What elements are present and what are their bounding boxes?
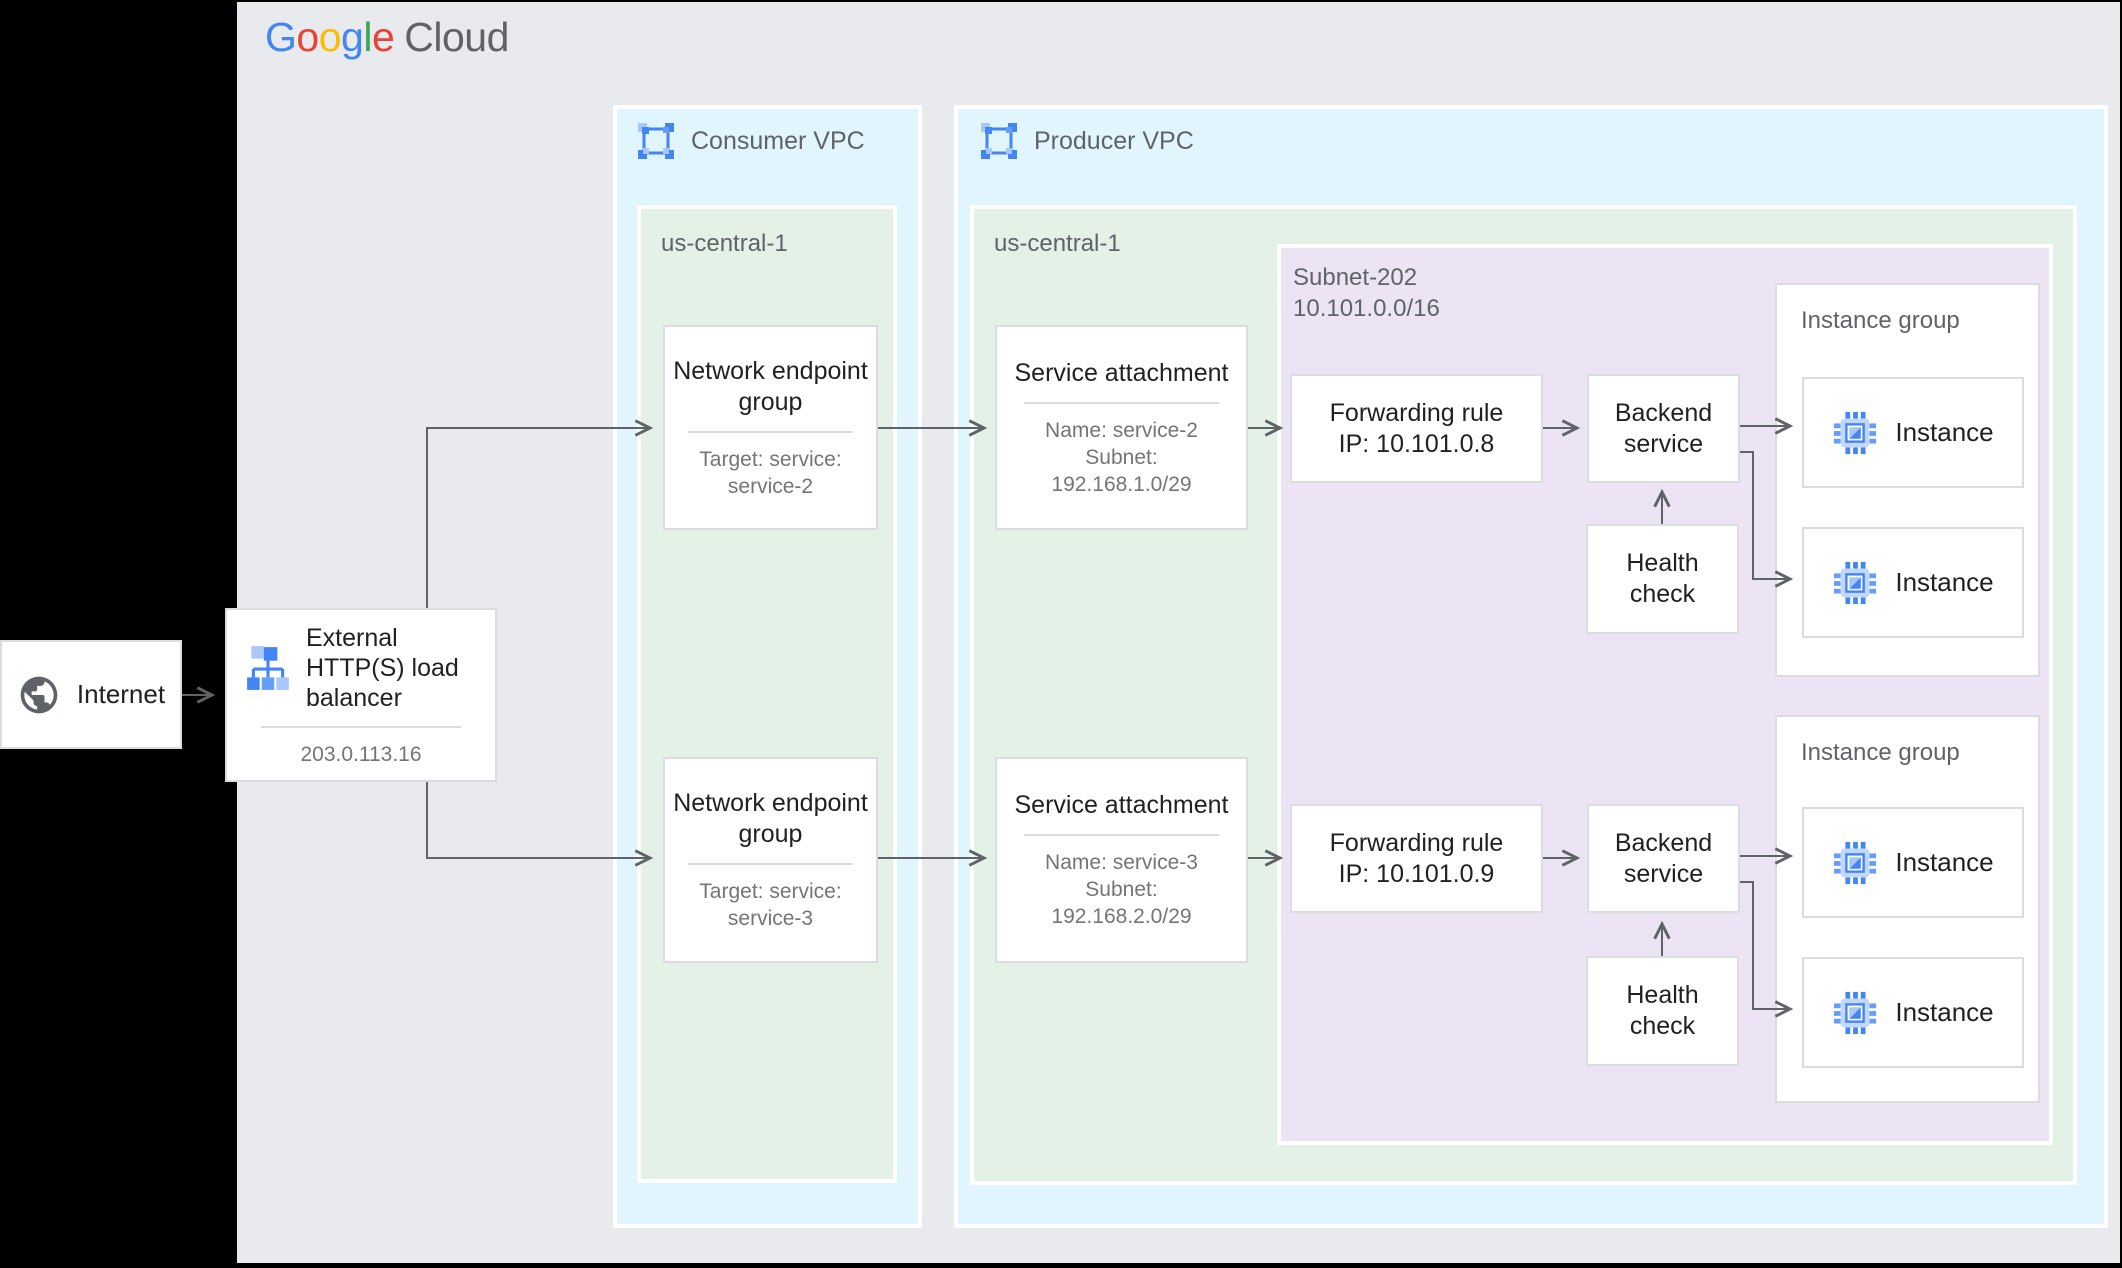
divider bbox=[1024, 401, 1219, 404]
neg-target-line2: service-3 bbox=[727, 907, 814, 930]
logo-letter: g bbox=[341, 14, 364, 60]
logo-cloud-text: Cloud bbox=[404, 14, 509, 60]
backend-service-box-1: Backend service bbox=[1587, 374, 1740, 483]
instance-label: Instance bbox=[1895, 567, 1994, 597]
neg-target: Target: service: service-2 bbox=[699, 446, 841, 500]
sa-subnet-cidr: 192.168.2.0/29 bbox=[1051, 905, 1192, 928]
subnet-cidr: 10.101.0.0/16 bbox=[1293, 295, 1440, 322]
network-endpoint-group-box-2: Network endpoint group Target: service: … bbox=[663, 757, 878, 963]
service-attachment-details: Name: service-3 Subnet: 192.168.2.0/29 bbox=[1045, 849, 1198, 930]
producer-vpc-header: Producer VPC bbox=[979, 121, 1194, 161]
compute-engine-icon bbox=[1834, 841, 1877, 884]
consumer-vpc-header: Consumer VPC bbox=[636, 121, 865, 161]
health-check-box-2: Health check bbox=[1586, 956, 1739, 1066]
consumer-region-label: us-central-1 bbox=[661, 230, 788, 257]
forwarding-rule-title: Forwarding rule bbox=[1329, 398, 1504, 427]
neg-target-line2: service-2 bbox=[727, 474, 814, 498]
instance-group-label: Instance group bbox=[1801, 739, 1960, 766]
forwarding-rule-ip: IP: 10.101.0.9 bbox=[1338, 859, 1495, 888]
service-attachment-title: Service attachment bbox=[1014, 791, 1229, 819]
instance-group-box-2: Instance group Instance Instance bbox=[1775, 715, 2040, 1103]
health-check-box-1: Health check bbox=[1586, 524, 1739, 634]
backend-service-box-2: Backend service bbox=[1587, 804, 1740, 913]
instance-label: Instance bbox=[1895, 997, 1994, 1027]
backend-service-label: Backend service bbox=[1614, 828, 1713, 888]
internet-label: Internet bbox=[76, 679, 166, 709]
sa-name: Name: service-3 bbox=[1045, 851, 1198, 874]
forwarding-rule-box-2: Forwarding rule IP: 10.101.0.9 bbox=[1290, 804, 1543, 913]
vpc-icon bbox=[981, 123, 1017, 159]
neg-target-line1: Target: service: bbox=[699, 880, 842, 903]
service-attachment-details: Name: service-2 Subnet: 192.168.1.0/29 bbox=[1045, 417, 1198, 498]
health-check-label: Health check bbox=[1626, 549, 1699, 608]
instance-group-box-1: Instance group Instance Instance bbox=[1775, 283, 2040, 677]
instance-label: Instance bbox=[1895, 417, 1994, 447]
logo-letter: o bbox=[318, 14, 342, 60]
instance-box: Instance bbox=[1802, 377, 2024, 488]
load-balancer-title: External HTTP(S) load balancer bbox=[306, 623, 459, 712]
internet-box: Internet bbox=[0, 640, 182, 749]
divider bbox=[1024, 834, 1219, 836]
load-balancer-box: External HTTP(S) load balancer 203.0.113… bbox=[225, 608, 497, 782]
consumer-vpc-label: Consumer VPC bbox=[691, 126, 865, 155]
service-attachment-title: Service attachment bbox=[1014, 358, 1229, 387]
globe-icon bbox=[20, 676, 58, 713]
service-attachment-box-2: Service attachment Name: service-3 Subne… bbox=[995, 757, 1248, 963]
backend-service-label: Backend service bbox=[1614, 398, 1713, 458]
compute-engine-icon bbox=[1834, 411, 1877, 454]
producer-vpc-label: Producer VPC bbox=[1034, 126, 1194, 155]
logo-letter: G bbox=[265, 14, 297, 60]
subnet-name: Subnet-202 bbox=[1293, 264, 1418, 291]
forwarding-rule-box-1: Forwarding rule IP: 10.101.0.8 bbox=[1290, 374, 1543, 483]
compute-engine-icon bbox=[1834, 561, 1877, 604]
load-balancer-header: External HTTP(S) load balancer bbox=[244, 623, 478, 713]
forwarding-rule-ip: IP: 10.101.0.8 bbox=[1338, 429, 1495, 458]
logo-letter: l bbox=[363, 14, 372, 60]
logo-letter: o bbox=[296, 14, 319, 60]
neg-title: Network endpoint group bbox=[673, 356, 868, 416]
instance-group-label: Instance group bbox=[1801, 307, 1960, 334]
service-attachment-box-1: Service attachment Name: service-2 Subne… bbox=[995, 325, 1248, 530]
sa-subnet-label: Subnet: bbox=[1085, 878, 1158, 901]
divider bbox=[688, 430, 853, 433]
neg-title: Network endpoint group bbox=[673, 789, 868, 848]
forwarding-rule-title: Forwarding rule bbox=[1329, 828, 1504, 857]
divider bbox=[261, 725, 461, 728]
compute-engine-icon bbox=[1834, 991, 1877, 1034]
sa-subnet-label: Subnet: bbox=[1085, 445, 1158, 469]
producer-region-label: us-central-1 bbox=[994, 230, 1121, 257]
network-endpoint-group-box-1: Network endpoint group Target: service: … bbox=[663, 325, 878, 530]
logo-letter: e bbox=[371, 14, 395, 60]
sa-name: Name: service-2 bbox=[1045, 418, 1198, 442]
health-check-label: Health check bbox=[1626, 981, 1699, 1040]
neg-target-line1: Target: service: bbox=[699, 447, 842, 471]
instance-box: Instance bbox=[1802, 957, 2024, 1068]
instance-box: Instance bbox=[1802, 807, 2024, 918]
instance-label: Instance bbox=[1895, 847, 1994, 877]
instance-box: Instance bbox=[1802, 527, 2024, 638]
sa-subnet-cidr: 192.168.1.0/29 bbox=[1051, 472, 1192, 496]
load-balancer-ip: 203.0.113.16 bbox=[300, 742, 422, 766]
vpc-icon bbox=[638, 123, 674, 159]
divider bbox=[688, 863, 853, 865]
subnet-label: Subnet-202 10.101.0.0/16 bbox=[1293, 262, 1440, 324]
load-balancer-icon bbox=[247, 645, 289, 690]
neg-target: Target: service: service-3 bbox=[699, 878, 841, 932]
